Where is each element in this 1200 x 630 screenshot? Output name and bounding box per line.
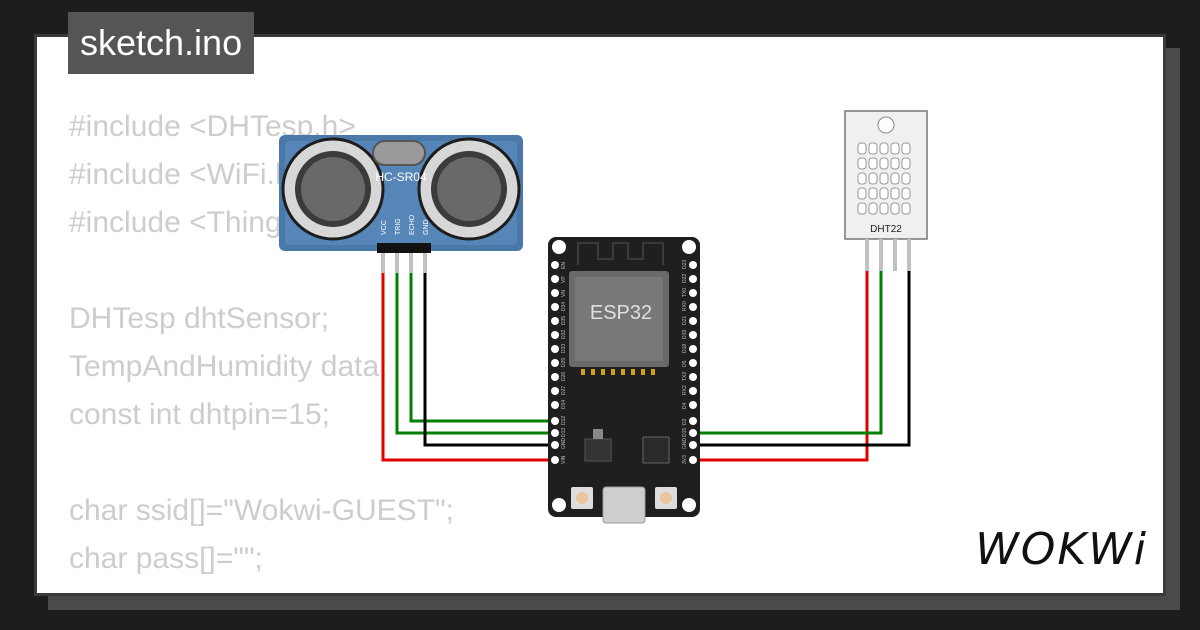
esp32-pin-label: D13 (561, 428, 567, 437)
esp32-board[interactable]: ESP32 (548, 237, 700, 524)
esp32-pin-label: TX2 (682, 372, 688, 381)
esp32-pin-label: VN (561, 290, 567, 297)
esp32-pin-label: RX2 (682, 385, 688, 395)
esp32-pin-label: VP (561, 276, 567, 283)
en-button[interactable] (571, 487, 593, 509)
esp32-pin-label: D22 (682, 274, 688, 283)
esp32-pin-label: TX0 (682, 288, 688, 297)
esp32-pin-label: D2 (682, 418, 688, 425)
wires (381, 271, 911, 462)
code-line: const int dhtpin=15; (69, 398, 331, 431)
esp32-pin-label: GND (682, 438, 688, 450)
code-line: DHTesp dhtSensor; (69, 302, 330, 335)
esp32-pin-label: GND (561, 438, 567, 450)
pin-label-vcc: VCC (381, 220, 388, 235)
boot-button[interactable] (655, 487, 677, 509)
esp32-pin-label: D12 (561, 416, 567, 425)
esp32-pin-label: D21 (682, 316, 688, 325)
wire-trig (395, 271, 555, 435)
esp32-pin-label: D4 (682, 402, 688, 409)
esp32-pin-label: D34 (561, 302, 567, 311)
esp32-pin-label: D26 (561, 372, 567, 381)
esp32-pin-label: EN (561, 262, 567, 269)
code-line: TempAndHumidity data; (69, 350, 388, 383)
esp32-pin-label: D15 (682, 428, 688, 437)
usb-port (602, 486, 646, 524)
esp32-pin-label: D14 (561, 400, 567, 409)
esp32-pin-label: D27 (561, 386, 567, 395)
esp32-pin-label: D35 (561, 316, 567, 325)
esp32-pin-label: D33 (561, 344, 567, 353)
esp32-right-pins (689, 261, 697, 464)
dht22-sensor[interactable]: DHT22 (844, 110, 928, 271)
esp32-pin-label: D32 (561, 330, 567, 339)
wire-dht-data (693, 271, 883, 435)
pin-label-trig: TRIG (395, 218, 402, 235)
esp32-pin-label: D19 (682, 330, 688, 339)
esp32-pin-label: D18 (682, 344, 688, 353)
esp32-pin-label: D23 (682, 260, 688, 269)
dht22-label: DHT22 (870, 224, 902, 235)
hc-sr04-pin-labels: VCC TRIG ECHO GND (381, 214, 430, 235)
file-name-tab: sketch.ino (68, 12, 255, 74)
wire-gnd (423, 271, 555, 447)
esp32-pin-label: VIN (561, 455, 567, 464)
code-line: WiFiClient client; (69, 583, 454, 593)
wire-echo (409, 271, 555, 423)
code-line: char ssid[]="Wokwi-GUEST"; (69, 494, 454, 527)
pin-label-echo: ECHO (409, 214, 416, 235)
pin-label-gnd: GND (423, 219, 430, 235)
wire-vcc (381, 271, 555, 462)
wokwi-logo: WOKWi (975, 524, 1148, 575)
wire-dht-gnd (693, 271, 911, 447)
esp32-left-pins (551, 261, 559, 464)
esp32-pin-label: D25 (561, 358, 567, 367)
wire-dht-vcc (693, 271, 869, 462)
code-preview: #include <DHTesp.h>#include <WiFi.h>#inc… (69, 103, 454, 593)
hc-sr04-label: HC-SR04 (375, 170, 427, 184)
esp32-pin-label: RX0 (682, 301, 688, 311)
preview-card: #include <DHTesp.h>#include <WiFi.h>#inc… (34, 34, 1166, 596)
esp32-pin-label: 3V3 (682, 455, 688, 464)
esp32-pin-label: D5 (682, 360, 688, 367)
circuit-diagram: HC-SR04 VCC TRIG ECHO GND (279, 110, 928, 524)
code-line: char pass[]=""; (69, 542, 263, 575)
esp32-label: ESP32 (590, 302, 652, 324)
hc-sr04-sensor[interactable]: HC-SR04 VCC TRIG ECHO GND (279, 135, 523, 273)
